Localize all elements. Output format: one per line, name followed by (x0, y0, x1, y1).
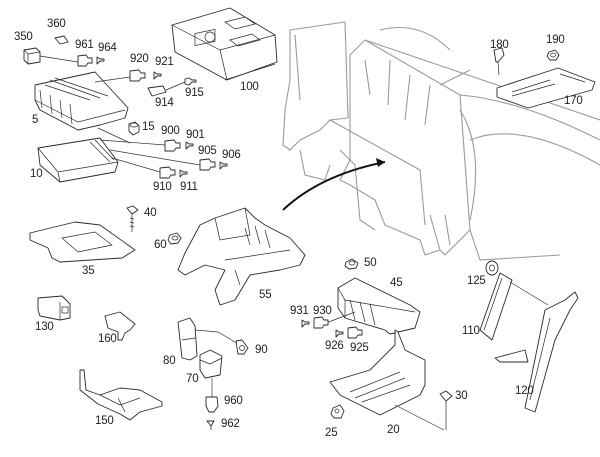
label-50: 50 (364, 257, 377, 269)
direction-arrow (282, 158, 386, 211)
label-906: 906 (222, 149, 241, 161)
part-931-pin[interactable] (301, 319, 310, 328)
label-170: 170 (564, 95, 583, 107)
part-962-pin[interactable] (206, 420, 215, 430)
label-930: 930 (313, 305, 332, 317)
part-914-holder[interactable] (147, 81, 186, 97)
label-25: 25 (325, 427, 338, 439)
label-120: 120 (515, 385, 534, 397)
label-70: 70 (186, 373, 199, 385)
label-55: 55 (259, 289, 272, 301)
label-10: 10 (30, 168, 43, 180)
label-920: 920 (130, 53, 149, 65)
part-120-bracket[interactable] (494, 291, 579, 413)
label-960: 960 (224, 395, 243, 407)
part-925-connector[interactable] (347, 326, 363, 339)
label-80: 80 (163, 355, 176, 367)
label-90: 90 (255, 344, 268, 356)
label-901: 901 (186, 129, 205, 141)
part-110-module[interactable] (479, 272, 549, 341)
part-80-relay-bracket[interactable] (177, 317, 241, 361)
vehicle-body-outline (282, 21, 600, 261)
part-906-pin[interactable] (219, 161, 228, 170)
part-930-connector[interactable] (313, 316, 329, 329)
part-60-nut[interactable] (167, 232, 182, 245)
part-55-bracket[interactable] (177, 207, 306, 306)
label-150: 150 (95, 415, 114, 427)
label-45: 45 (390, 277, 403, 289)
part-40-screw[interactable] (126, 205, 139, 232)
part-960-connector[interactable] (205, 396, 219, 413)
label-40: 40 (144, 207, 157, 219)
label-190: 190 (546, 34, 565, 46)
part-5-fuse-relay-module[interactable] (34, 71, 131, 144)
part-30-screw[interactable] (394, 390, 453, 431)
part-160-holder[interactable] (104, 311, 136, 341)
label-914: 914 (155, 97, 174, 109)
part-961-connector[interactable] (77, 54, 93, 67)
part-921-pin[interactable] (153, 71, 162, 80)
part-190-nut[interactable] (546, 49, 560, 61)
label-35: 35 (82, 265, 95, 277)
part-35-bracket[interactable] (29, 221, 136, 263)
part-180-screw[interactable] (493, 47, 505, 76)
label-180: 180 (490, 39, 509, 51)
label-350: 350 (14, 31, 33, 43)
part-45-control-unit[interactable] (326, 278, 421, 335)
part-964-pin[interactable] (96, 56, 105, 65)
label-60: 60 (154, 239, 167, 251)
label-921: 921 (155, 56, 174, 68)
label-905: 905 (198, 145, 217, 157)
label-911: 911 (180, 181, 198, 193)
label-20: 20 (387, 424, 400, 436)
label-160: 160 (98, 333, 117, 345)
part-910-connector[interactable] (159, 166, 176, 179)
part-125-grommet[interactable] (485, 260, 499, 276)
part-50-nut[interactable] (344, 258, 359, 270)
part-130-relay[interactable] (37, 295, 71, 321)
part-350-relay[interactable] (23, 47, 79, 65)
part-926-pin[interactable] (335, 329, 344, 338)
label-931: 931 (290, 305, 309, 317)
part-915-pin[interactable] (184, 77, 197, 86)
part-900-connector[interactable] (164, 139, 181, 152)
label-30: 30 (455, 390, 468, 402)
part-920-connector[interactable] (129, 69, 146, 82)
part-25-nut[interactable] (330, 404, 345, 419)
label-964: 964 (98, 42, 117, 54)
label-961: 961 (75, 39, 94, 51)
part-100-control-unit[interactable] (171, 7, 278, 81)
part-905-connector[interactable] (199, 158, 216, 171)
part-360-clip[interactable] (54, 35, 69, 45)
part-170-cover-plate[interactable] (496, 67, 596, 109)
label-110: 110 (462, 325, 480, 337)
part-70-relay[interactable] (199, 349, 223, 398)
label-100: 100 (240, 81, 259, 93)
label-910: 910 (153, 181, 172, 193)
label-925: 925 (350, 342, 369, 354)
part-901-pin[interactable] (185, 141, 194, 150)
part-15-nut[interactable] (128, 121, 140, 136)
label-926: 926 (325, 340, 344, 352)
part-150-bracket[interactable] (79, 369, 163, 421)
part-90-screw[interactable] (235, 339, 249, 355)
part-20-tray-bracket[interactable] (329, 329, 426, 416)
label-15: 15 (142, 121, 155, 133)
label-915: 915 (185, 87, 204, 99)
label-360: 360 (47, 18, 66, 30)
label-130: 130 (35, 321, 54, 333)
label-962: 962 (221, 418, 240, 430)
label-125: 125 (467, 275, 486, 287)
part-911-pin[interactable] (179, 169, 188, 178)
part-10-control-unit[interactable] (37, 137, 201, 183)
label-900: 900 (161, 125, 180, 137)
label-5: 5 (32, 114, 39, 126)
